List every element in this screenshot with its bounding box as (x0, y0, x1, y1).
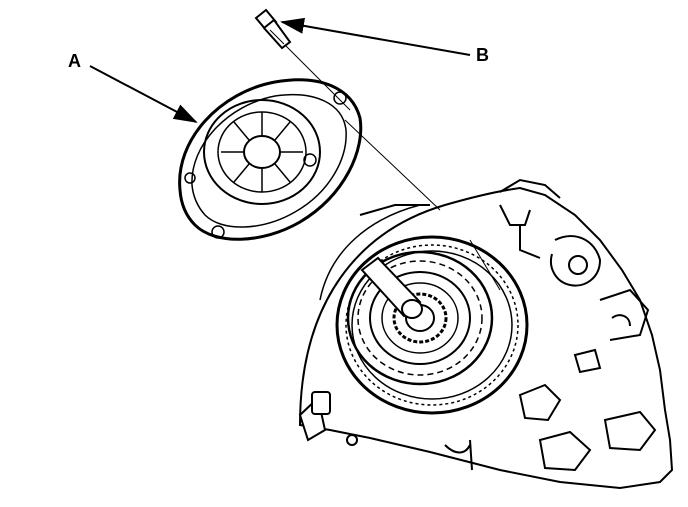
bolt (254, 8, 292, 50)
alignment-tool (360, 256, 423, 319)
leader-arrow-b (280, 17, 471, 56)
housing-fittings (298, 391, 358, 446)
alignment-lines (285, 45, 501, 291)
callout-label-a: A (68, 51, 81, 71)
leader-arrow-a (89, 65, 198, 123)
pressure-plate (178, 78, 363, 241)
leader-arrows (89, 17, 471, 123)
transmission-housing (298, 178, 674, 490)
callout-label-b: B (476, 45, 489, 65)
flywheel (335, 235, 529, 415)
clutch-disc (346, 250, 494, 386)
